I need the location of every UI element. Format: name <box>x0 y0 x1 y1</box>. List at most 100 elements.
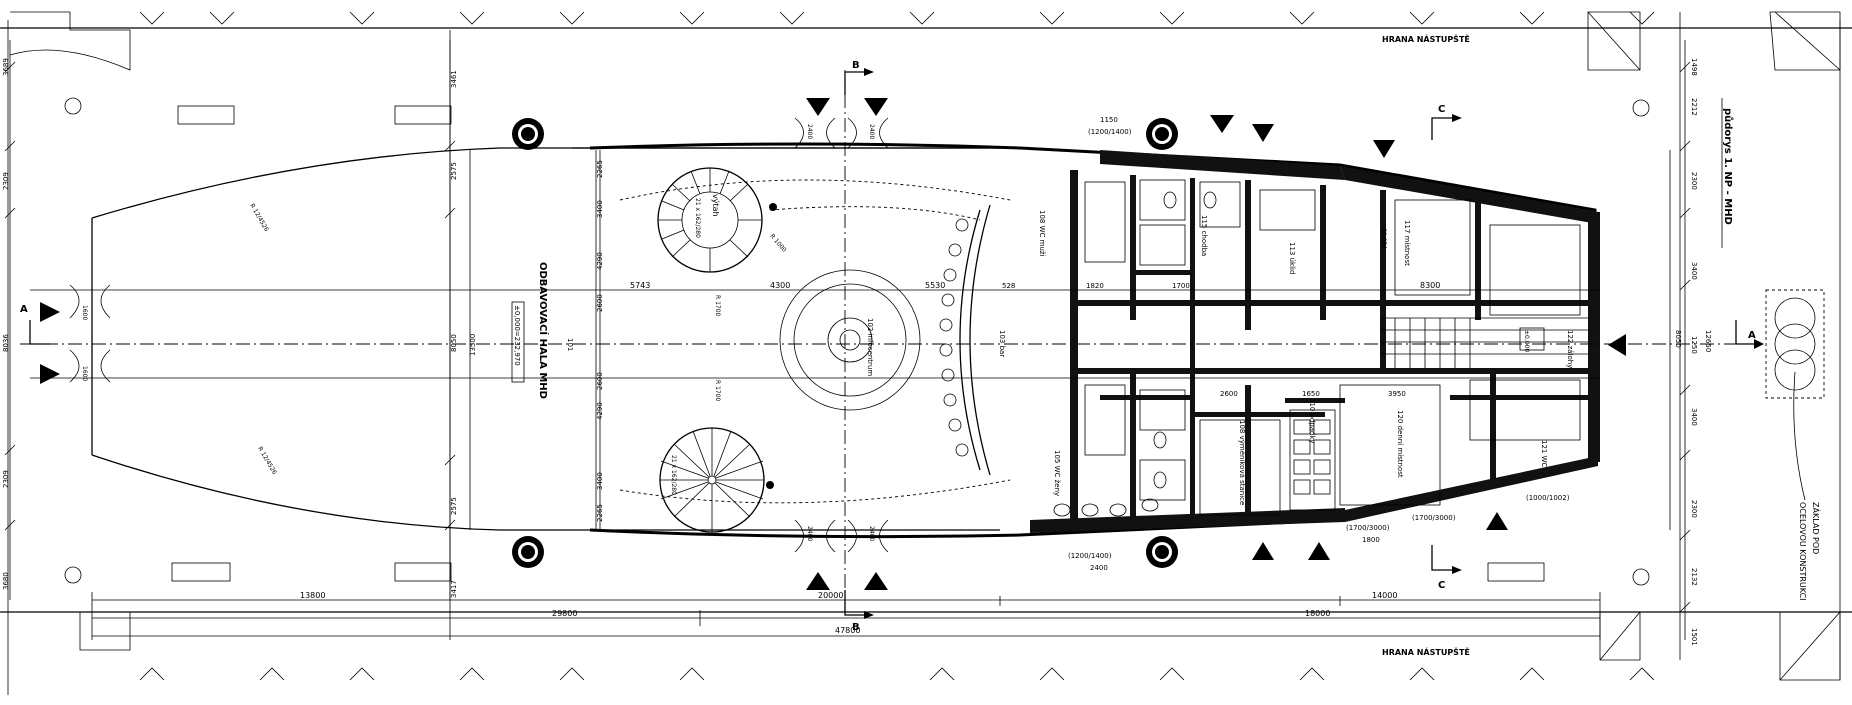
dim-inner-5: 2600 <box>596 372 604 390</box>
dim-bottom-3: 47800 <box>835 626 860 635</box>
dim-right-7: 12650 <box>1704 330 1712 352</box>
foundation-label-1: ZÁKLAD POD <box>1811 502 1822 554</box>
dim-inner-8: 2265 <box>596 504 604 522</box>
canopy-outline <box>91 147 1030 531</box>
plan-title: půdorys 1. NP - MHD <box>1722 108 1735 225</box>
foundation-detail <box>1765 289 1825 501</box>
room-label-info-center: 102 infocentrum <box>866 318 874 376</box>
dim-bottom-door-6: 1800 <box>1362 536 1380 544</box>
platform-frame <box>0 11 1852 695</box>
dim-bottom-2: 29800 <box>552 609 577 618</box>
dim-inner-3: 4290 <box>596 252 604 270</box>
hall-level: ±0,000=232,970 <box>513 305 521 366</box>
dim-mid-4: 528 <box>1002 282 1015 290</box>
section-marks <box>29 68 1764 619</box>
dim-top-1: 1150 <box>1100 116 1118 124</box>
foundation-label-2: OCELOVOU KONSTRUKCI <box>1798 502 1807 601</box>
dimension-ticks <box>4 61 1691 613</box>
room-label-bar: 103 bar <box>998 330 1006 357</box>
room-label-corridor: 115 chodba <box>1200 215 1208 256</box>
right-level-label: ±0,000 <box>1523 330 1530 352</box>
dim-mid-5: 1820 <box>1086 282 1104 290</box>
section-label-b-top: B <box>852 60 860 71</box>
dim-right-6: 8050 <box>1674 330 1682 348</box>
dim-right-9: 2300 <box>1690 500 1698 518</box>
spiral-stair-bottom <box>659 427 765 533</box>
door-size-label-1: 1600 <box>81 305 88 320</box>
dim-bottom-4: 20000 <box>818 591 843 600</box>
hall-outline <box>589 142 1600 539</box>
dim-mid-6: 1700 <box>1172 282 1190 290</box>
dim-left-5: 3680 <box>2 572 10 590</box>
radius-label-1: R 12/4526 <box>248 203 270 234</box>
dim-left-3: 8036 <box>2 334 10 352</box>
info-center-counter <box>779 269 921 411</box>
dim-left-4: 2309 <box>2 470 10 488</box>
glazed-facade <box>619 179 1011 504</box>
dim-bottom-6: 14000 <box>1372 591 1397 600</box>
dim-mid-9: 1650 <box>1302 390 1320 398</box>
section-label-a-right: A <box>1748 330 1756 341</box>
radius-label-3: R 1700 <box>714 295 721 317</box>
dim-right-2: 2212 <box>1690 98 1698 116</box>
room-label-rest-room: 120 denní místnost <box>1396 410 1404 478</box>
dim-bottom-door-5: (1000/1002) <box>1526 494 1570 502</box>
dim-mid-8: 2600 <box>1220 390 1238 398</box>
platform-edge-label-bottom: HRANA NÁSTUPŠTĚ <box>1382 646 1470 657</box>
door-size-label-6: 2400 <box>868 526 875 541</box>
door-size-label-5: 2400 <box>806 526 813 541</box>
platform-furniture <box>64 97 1650 586</box>
hall-room-number: 101 <box>566 338 574 351</box>
room-label-office: 117 místnost <box>1403 220 1411 266</box>
hall-name: ODBAVOVACÍ HALA MHD <box>537 262 550 399</box>
section-label-c-top: C <box>1438 104 1445 115</box>
room-label-wc-staff: 121 WC <box>1540 440 1548 468</box>
dim-left-1: 3689 <box>2 58 10 76</box>
dim-right-5: 1250 <box>1690 336 1698 354</box>
dim-bottom-door-1: 2400 <box>1090 564 1108 572</box>
section-label-b-bottom: B <box>852 622 860 633</box>
radius-label-5: R 1000 <box>768 233 787 254</box>
room-detail-lines <box>1053 179 1590 517</box>
dim-right-8: 3400 <box>1690 408 1698 426</box>
dim-left-6: 3461 <box>450 70 458 88</box>
room-label-sales: 122 zálohy <box>1566 330 1574 368</box>
dim-right-11: 1501 <box>1690 628 1698 646</box>
dim-right-1: 1498 <box>1690 58 1698 76</box>
door-size-label-3: 2400 <box>806 124 813 139</box>
room-label-wc-women: 105 WC ženy <box>1053 450 1061 496</box>
dim-left-10: 2575 <box>450 497 458 515</box>
dim-left-8: 8050 <box>450 334 458 352</box>
dim-right-10: 2132 <box>1690 568 1698 586</box>
dim-left-7: 2575 <box>450 162 458 180</box>
door-size-label-2: 1600 <box>81 366 88 381</box>
stair-label-top: 21 x 162/280 <box>694 198 701 238</box>
dimension-chain-lines <box>9 40 1686 640</box>
room-label-waste: 110 odpadky <box>1308 398 1316 443</box>
section-label-c-bottom: C <box>1438 580 1445 591</box>
dim-right-3: 2300 <box>1690 172 1698 190</box>
dim-left-2: 2309 <box>2 172 10 190</box>
dim-top-2: (1200/1400) <box>1088 128 1132 136</box>
dim-bottom-5: 18000 <box>1305 609 1330 618</box>
dim-bottom-door-3: (1700/3000) <box>1346 524 1390 532</box>
dim-mid-3: 5530 <box>925 281 945 290</box>
dim-left-11: 3417 <box>450 580 458 598</box>
door-size-label-4: 2400 <box>868 124 875 139</box>
radius-label-2: R 12/4526 <box>256 446 278 477</box>
dim-inner-6: 4290 <box>596 402 604 420</box>
radius-label-4: R 1700 <box>714 380 721 402</box>
dim-bottom-door-2: (1200/1400) <box>1068 552 1112 560</box>
dim-left-9: 13500 <box>469 334 477 356</box>
dim-mid-10: 3950 <box>1388 390 1406 398</box>
room-label-office-area: 60,654 <box>1380 228 1387 249</box>
room-label-wc-men: 108 WC muži <box>1038 210 1046 257</box>
dim-right-4: 3400 <box>1690 262 1698 280</box>
section-label-a-left: A <box>20 304 28 315</box>
dim-mid-2: 4300 <box>770 281 790 290</box>
structural-columns <box>512 118 1178 568</box>
dim-inner-1: 2265 <box>596 160 604 178</box>
spiral-stair-top <box>657 167 763 273</box>
room-label-cleaning: 113 úklid <box>1288 242 1296 274</box>
